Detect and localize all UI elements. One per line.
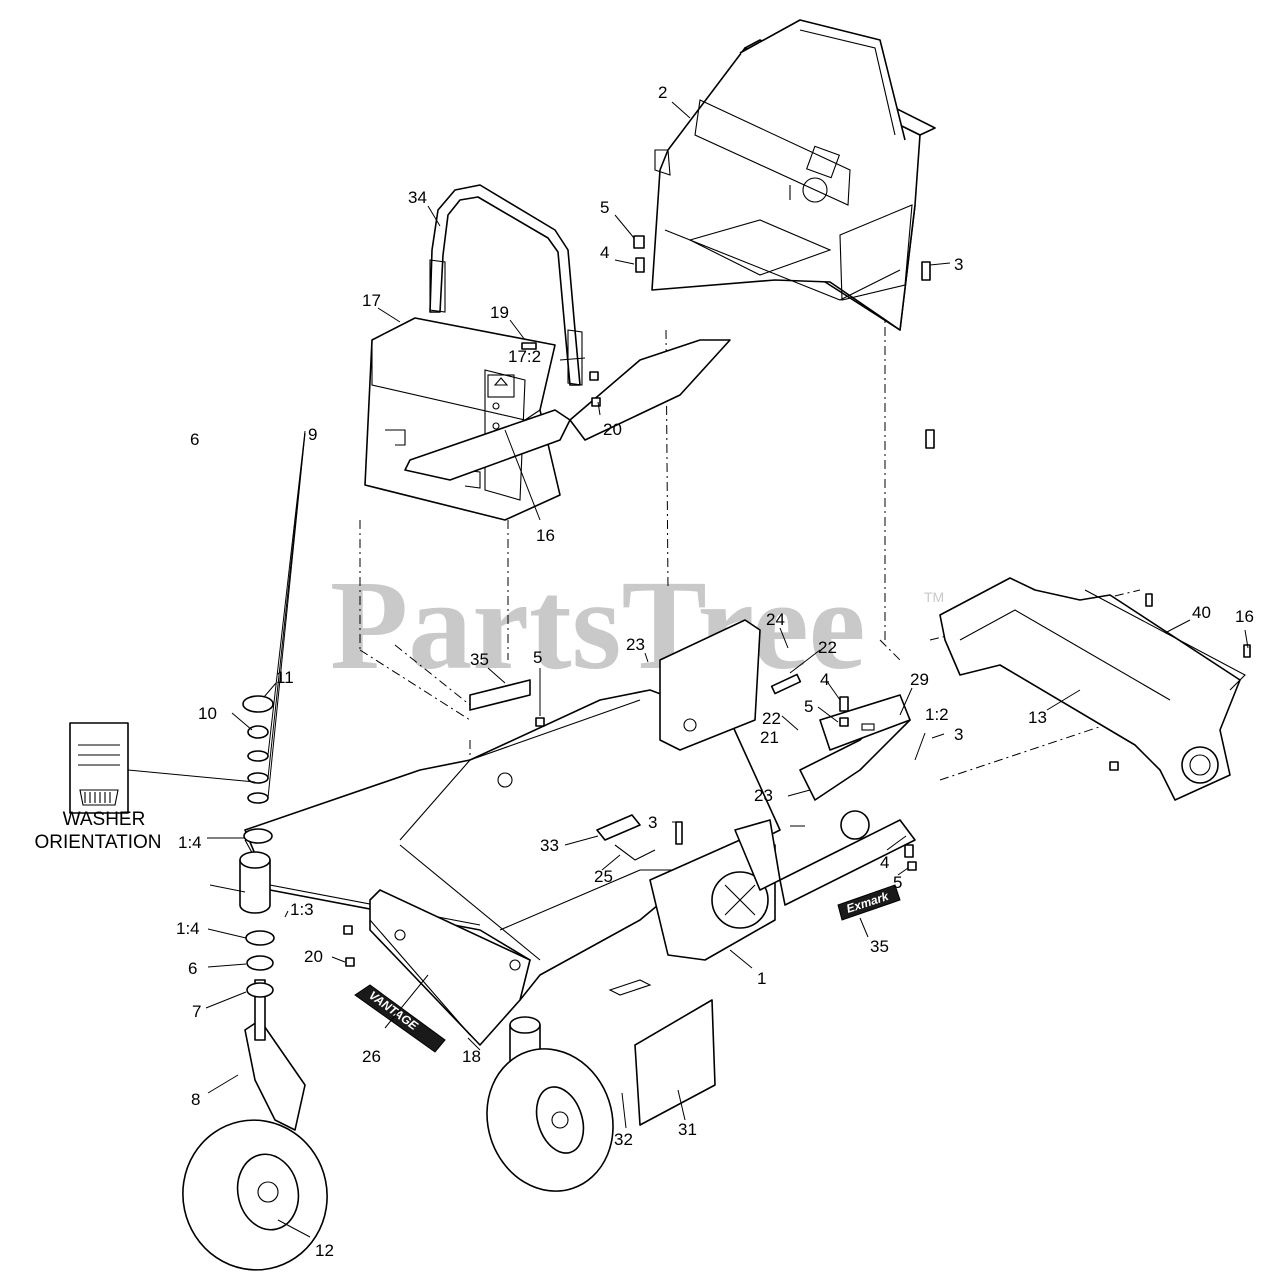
callout-1-4b: 1:4: [176, 919, 200, 938]
callout-5c: 5: [804, 697, 813, 716]
callout-1-2: 1:2: [925, 705, 949, 724]
bracket: [596, 814, 641, 841]
callout-34: 34: [408, 188, 427, 207]
callout-11: 11: [276, 668, 294, 687]
callout-1-3: 1:3: [290, 900, 314, 919]
callout-3b: 3: [954, 725, 963, 744]
hardware: [343, 235, 1251, 967]
callout-20b: 20: [304, 947, 323, 966]
callout-22: 22: [818, 638, 837, 657]
caster-wheel-right: [486, 1048, 614, 1192]
leader-lines: [205, 101, 1249, 1238]
callout-4: 4: [600, 243, 609, 262]
callout-5d: 5: [893, 873, 902, 892]
callout-26: 26: [362, 1047, 381, 1066]
caster-tube-left: [239, 851, 271, 914]
decal-strip: [469, 679, 531, 711]
callout-6: 6: [190, 430, 199, 449]
rod: [614, 844, 656, 861]
callout-19: 19: [490, 303, 509, 322]
callout-1-4: 1:4: [178, 833, 202, 852]
callout-21: 21: [760, 728, 779, 747]
cover-plate: [634, 999, 716, 1126]
callout-23b: 23: [754, 786, 773, 805]
callout-12: 12: [315, 1241, 334, 1260]
watermark-text: PartsTree: [330, 554, 865, 696]
callout-23: 23: [626, 635, 645, 654]
lift-plate: [369, 889, 531, 1046]
callout-9: 9: [308, 425, 317, 444]
callout-18: 18: [462, 1047, 481, 1066]
callout-10: 10: [198, 704, 217, 723]
callout-33: 33: [540, 836, 559, 855]
callout-24: 24: [766, 610, 785, 629]
rear-axle-frame: [939, 577, 1246, 801]
callout-25: 25: [594, 867, 613, 886]
watermark-trademark: TM: [924, 589, 944, 605]
caster-wheel-left: [182, 979, 328, 1271]
callout-8: 8: [191, 1090, 200, 1109]
callout-22b: 22: [762, 709, 781, 728]
main-frame: [244, 339, 916, 1001]
callout-4c: 4: [880, 853, 889, 872]
callout-16b: 16: [1235, 607, 1254, 626]
callout-7: 7: [192, 1002, 201, 1021]
control-tower: [651, 19, 936, 331]
washer-caption-line2: ORIENTATION: [34, 832, 161, 853]
vantage-badge-text: VANTAGE: [366, 988, 421, 1033]
washer-orientation-inset: [69, 722, 256, 814]
callout-32: 32: [614, 1130, 633, 1149]
callout-16: 16: [536, 526, 555, 545]
callout-1: 1: [757, 969, 766, 988]
callout-17-2: 17:2: [508, 347, 541, 366]
handle-bar: [429, 184, 583, 386]
callout-labels: 2 34 5 4 3 17 19 17:2 20 16 24 22 23 35 …: [176, 83, 1254, 1260]
callout-2: 2: [658, 83, 667, 102]
callout-13: 13: [1028, 708, 1047, 727]
brand-badge-text: Exmark: [845, 889, 892, 916]
callout-35: 35: [470, 650, 489, 669]
brand-badge: Exmark: [837, 884, 901, 921]
callout-20: 20: [603, 420, 622, 439]
callout-17: 17: [362, 291, 381, 310]
callout-5b: 5: [533, 648, 542, 667]
callout-29: 29: [910, 670, 929, 689]
callout-3c: 3: [648, 813, 657, 832]
callout-31: 31: [678, 1120, 697, 1139]
callout-5: 5: [600, 198, 609, 217]
callout-6b: 6: [188, 959, 197, 978]
callout-35b: 35: [870, 937, 889, 956]
callout-3: 3: [954, 255, 963, 274]
callout-40: 40: [1192, 603, 1211, 622]
callout-4b: 4: [820, 670, 829, 689]
washer-caption-line1: WASHER: [63, 809, 146, 830]
